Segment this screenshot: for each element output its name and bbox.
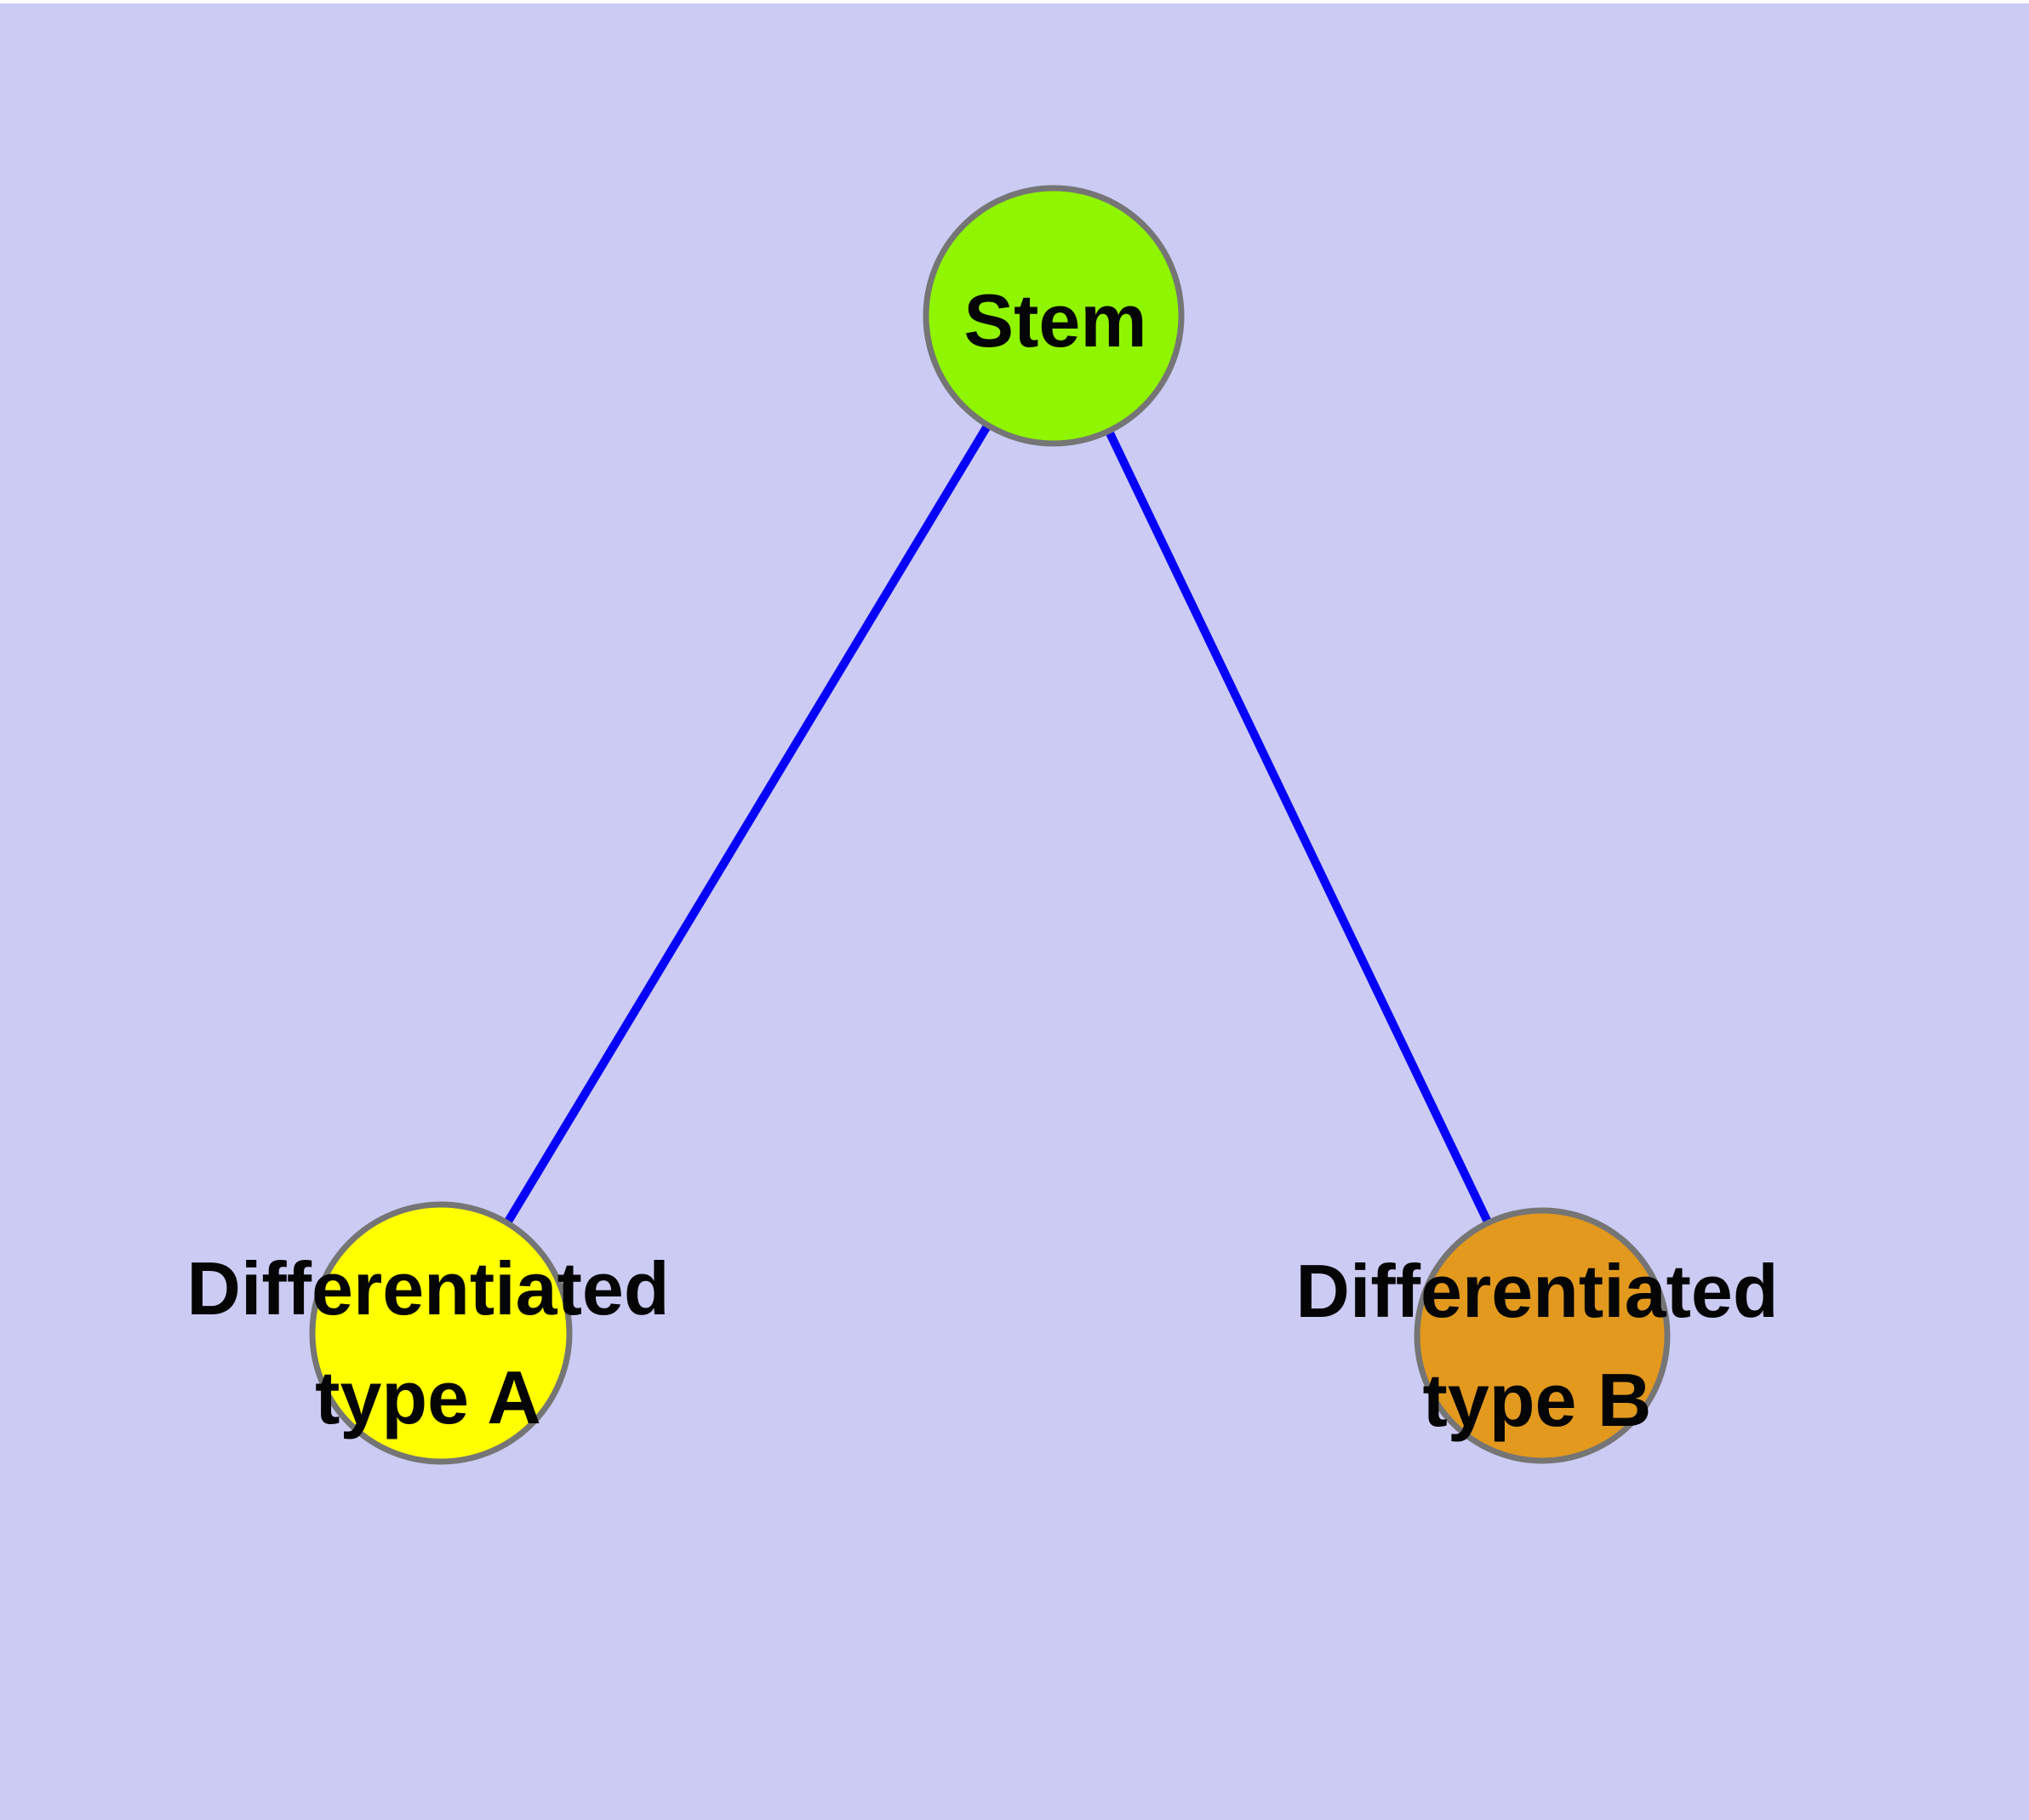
node-circle-diff-type-a [309, 1201, 573, 1465]
node-label-diff-type-b: Differentiated type B [1295, 1249, 1779, 1442]
edge-layer [437, 313, 1546, 1338]
node-circle-stem [923, 185, 1185, 447]
node-layer [309, 185, 1671, 1465]
edge-stem-to-diff-type-b [1049, 313, 1546, 1338]
edge-stem-to-diff-type-a [437, 313, 1058, 1336]
node-circle-diff-type-b [1414, 1207, 1671, 1464]
node-label-stem: Stem [963, 278, 1147, 363]
node-label-diff-type-a: Differentiated type A [186, 1246, 670, 1439]
top-margin-strip [0, 0, 2029, 3]
